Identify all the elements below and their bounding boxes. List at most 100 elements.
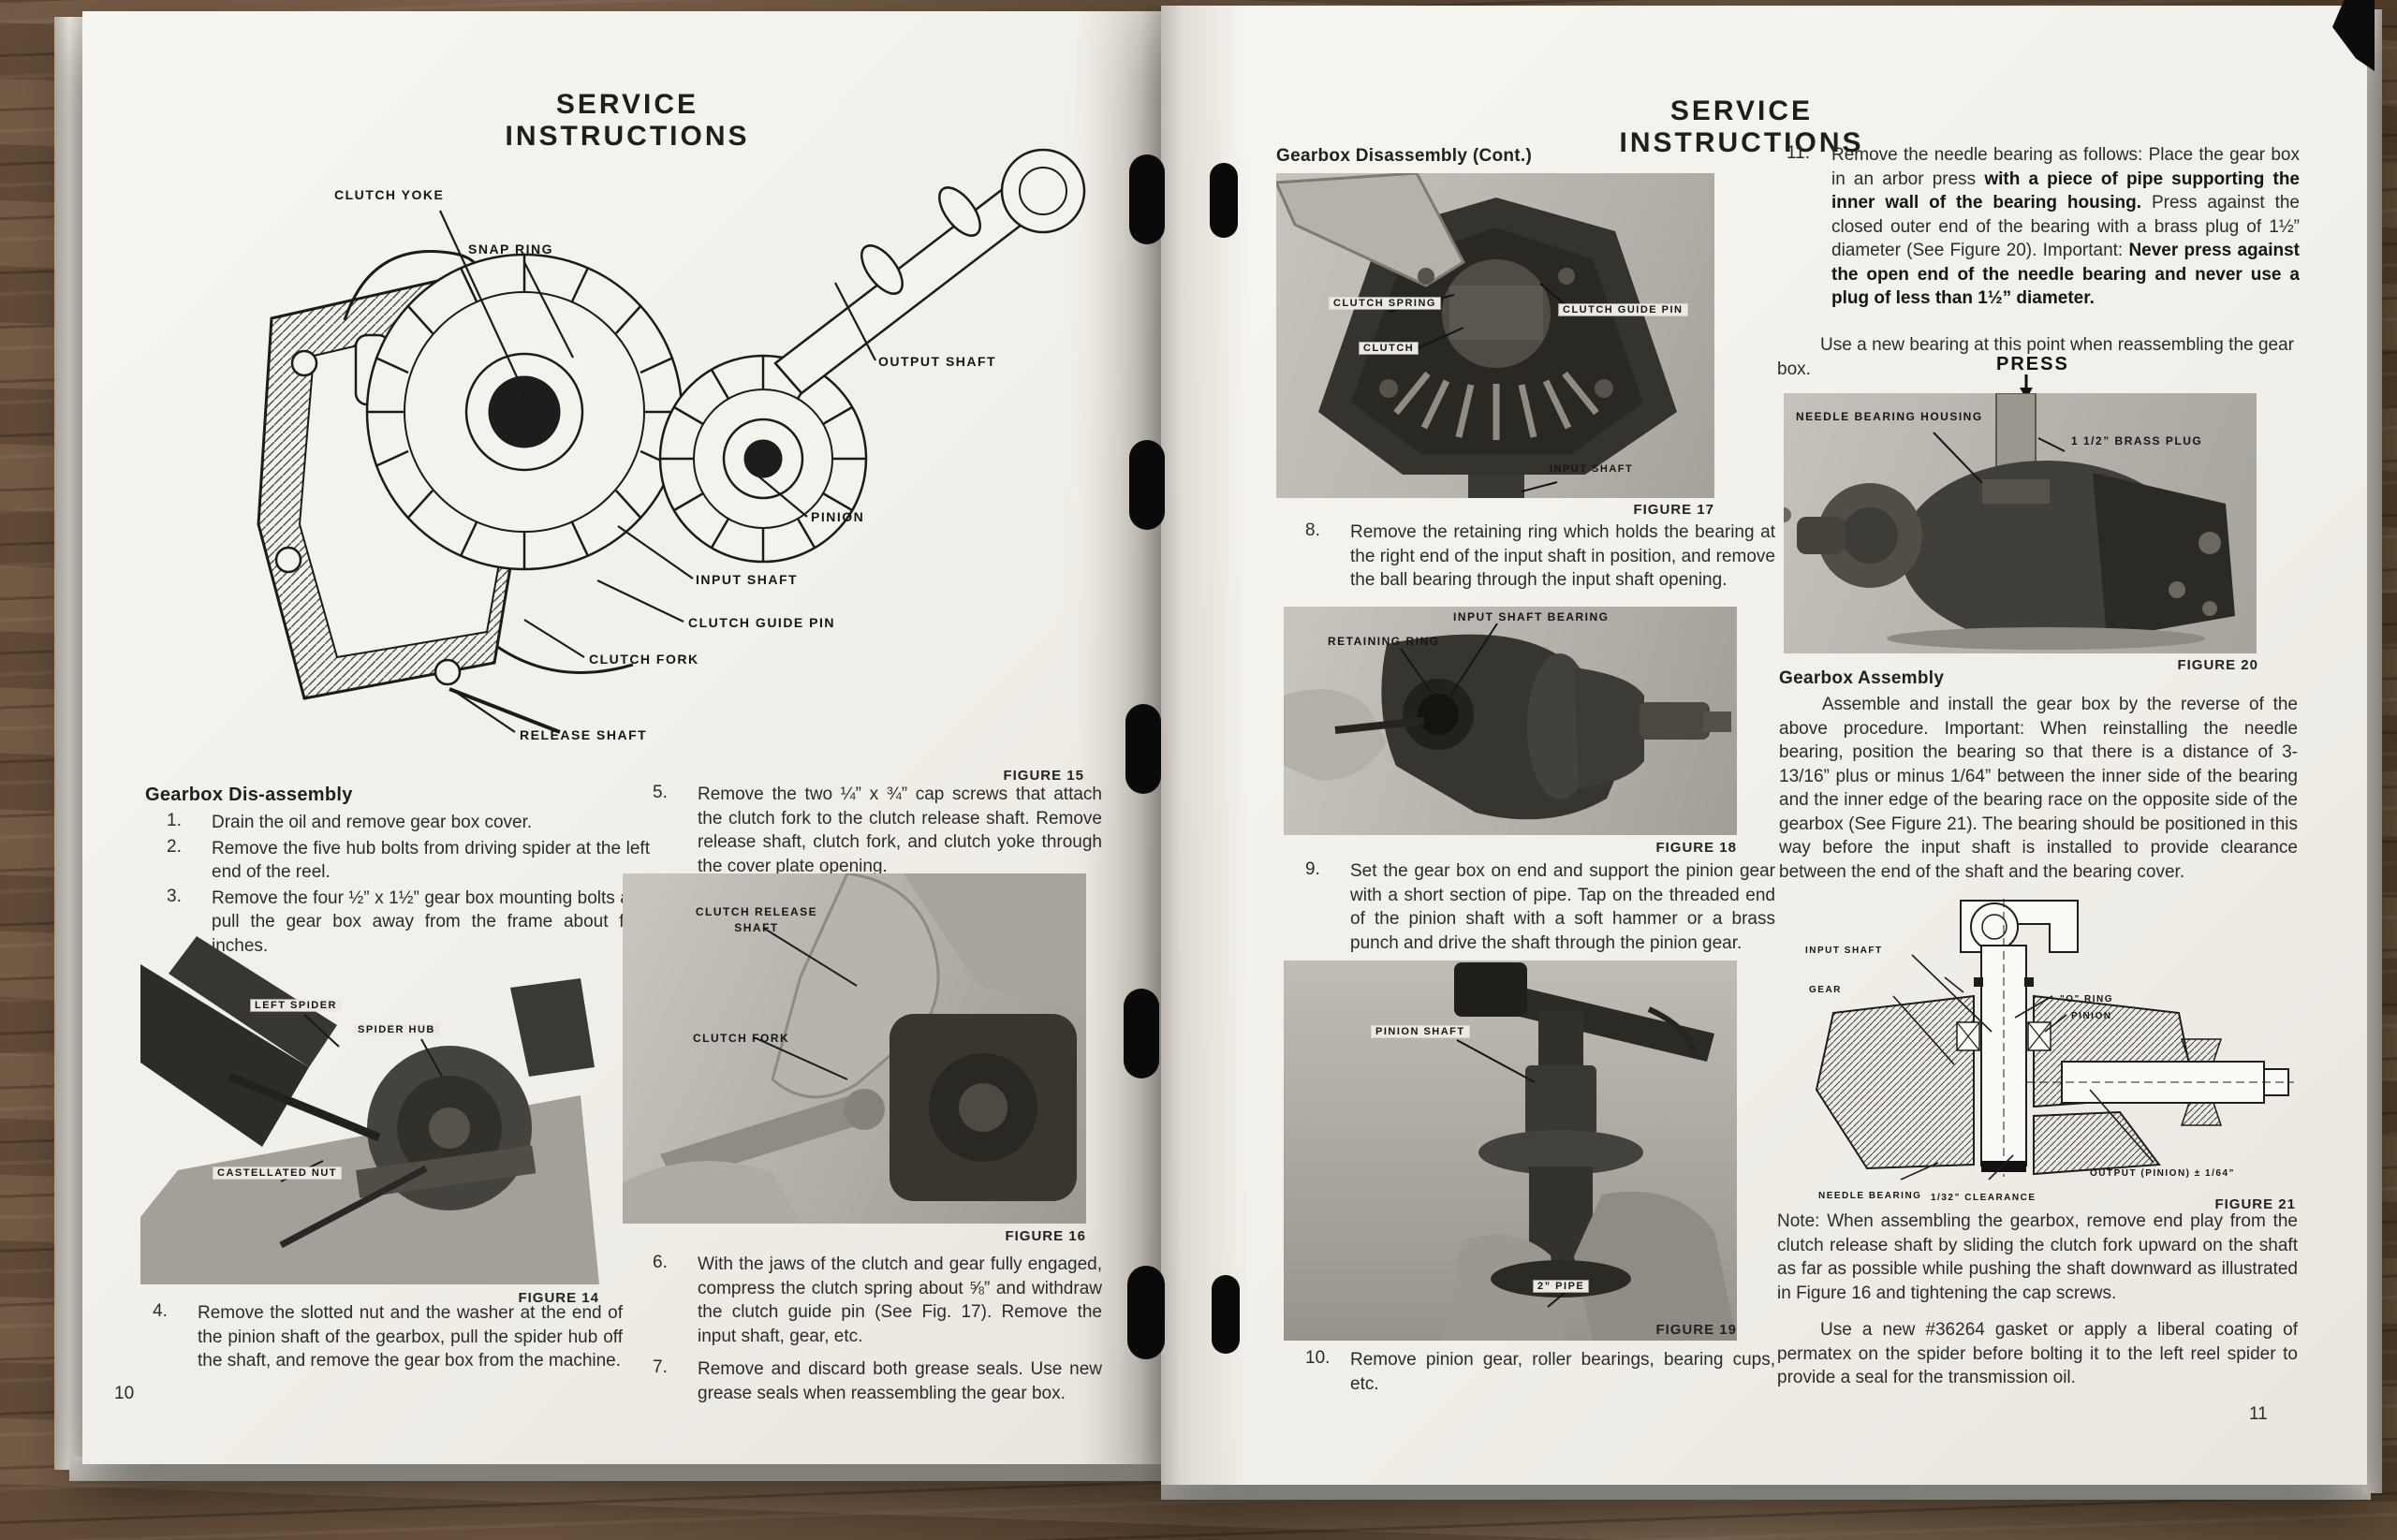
binder-hole	[1125, 704, 1161, 794]
item11-seg2: Press against the closed outer end of th…	[1831, 193, 2300, 260]
figure15-caption: FIGURE 15	[1003, 768, 1084, 784]
item11-followup: Use a new bearing at this point when rea…	[1777, 335, 2294, 379]
figure21-caption: FIGURE 21	[2214, 1196, 2296, 1212]
fig14-label-left-spider: LEFT SPIDER	[251, 1000, 342, 1011]
page-number-left: 10	[114, 1384, 135, 1403]
disassembly-item-10: 10. Remove pinion gear, roller bearings, …	[1305, 1348, 1775, 1398]
item-text: Set the gear box on end and support the …	[1350, 861, 1775, 953]
figure19-photo	[1284, 961, 1737, 1341]
fig19-label-pinion-shaft: PINION SHAFT	[1372, 1026, 1469, 1037]
item-number: 1.	[167, 811, 182, 830]
figure20-photo	[1784, 393, 2257, 653]
item-number: 3.	[167, 886, 182, 906]
fig17-label-clutch-guide-pin: CLUTCH GUIDE PIN	[1559, 304, 1687, 315]
item11-bold2: Never press against the open end of the …	[1831, 241, 2300, 308]
page-title-right: SERVICE INSTRUCTIONS	[1619, 95, 1864, 158]
disassembly-items-6-7: 6. With the jaws of the clutch and gear f…	[653, 1253, 1102, 1407]
fig18-label-input-shaft-bearing: INPUT SHAFT BEARING	[1453, 610, 1610, 623]
figure16-photo	[623, 873, 1086, 1224]
fig19-label-pipe: 2” PIPE	[1534, 1281, 1589, 1292]
disassembly-item-9: 9. Set the gear box on end and support th…	[1305, 859, 1775, 957]
binder-hole	[1124, 989, 1159, 1078]
gasket-paragraph: Use a new #36264 gasket or apply a liber…	[1777, 1320, 2298, 1387]
fig17-label-input-shaft: INPUT SHAFT	[1550, 463, 1634, 475]
list-item: 1. Drain the oil and remove gear box cove…	[167, 811, 650, 835]
figure14-photo	[140, 936, 599, 1284]
fig14-label-spider-hub: SPIDER HUB	[354, 1024, 439, 1035]
list-item: 5. Remove the two ¼” x ¾” cap screws that…	[653, 783, 1102, 878]
figure19-caption: FIGURE 19	[1655, 1322, 1737, 1338]
figure18-caption: FIGURE 18	[1655, 840, 1737, 856]
fig15-label-input-shaft: INPUT SHAFT	[696, 572, 799, 587]
fig21-label-o-ring: "O" RING	[2060, 994, 2114, 1005]
list-item: 3. Remove the four ½” x 1½” gear box moun…	[167, 887, 650, 959]
disassembly-item-5: 5. Remove the two ¼” x ¾” cap screws that…	[653, 783, 1102, 880]
item-text: Remove pinion gear, roller bearings, bea…	[1350, 1350, 1775, 1394]
assembly-paragraph: Assemble and install the gear box by the…	[1779, 695, 2298, 882]
fig21-label-input-shaft: INPUT SHAFT	[1805, 946, 1883, 956]
item-number: 11.	[1787, 143, 1811, 163]
page-title-left: SERVICE INSTRUCTIONS	[505, 89, 750, 152]
fig21-label-clearance: 1/32” CLEARANCE	[1931, 1193, 2037, 1203]
fig21-label-pinion: PINION	[2071, 1011, 2112, 1021]
disassembly-item-11: 11. Remove the needle bearing as follows…	[1787, 143, 2300, 313]
item-text: Remove the slotted nut and the washer at…	[198, 1303, 623, 1371]
item-text: Remove and discard both grease seals. Us…	[698, 1359, 1102, 1403]
assembly-heading: Gearbox Assembly	[1779, 668, 1945, 688]
fig21-label-needle-bearing: NEEDLE BEARING	[1818, 1191, 1922, 1201]
list-item: 10. Remove pinion gear, roller bearings, …	[1305, 1348, 1775, 1396]
page-stack-edge-right	[2363, 9, 2382, 1493]
fig18-label-retaining-ring: RETAINING RING	[1328, 635, 1440, 648]
figure15-drawing	[215, 122, 1105, 777]
list-item: 9. Set the gear box on end and support th…	[1305, 859, 1775, 955]
fig17-label-clutch: CLUTCH	[1360, 343, 1419, 354]
fig14-label-castellated-nut: CASTELLATED NUT	[213, 1167, 342, 1179]
item-number: 8.	[1305, 521, 1320, 540]
note-paragraph: Note: When assembling the gearbox, remov…	[1777, 1211, 2298, 1303]
fig17-label-clutch-spring: CLUTCH SPRING	[1330, 298, 1440, 309]
binder-hole	[1212, 1275, 1240, 1354]
disassembly-item-8: 8. Remove the retaining ring which holds …	[1305, 521, 1775, 594]
item-number: 5.	[653, 783, 668, 802]
item-text: With the jaws of the clutch and gear ful…	[698, 1254, 1102, 1346]
item11-seg1: Remove the needle bearing as follows: Pl…	[1831, 145, 2300, 189]
fig16-label-clutch-fork: CLUTCH FORK	[693, 1032, 790, 1045]
fig15-label-clutch-fork: CLUTCH FORK	[589, 652, 699, 667]
item-number: 6.	[653, 1253, 668, 1272]
item-text: Remove the four ½” x 1½” gear box mounti…	[212, 887, 650, 956]
item-text: Drain the oil and remove gear box cover.	[212, 813, 533, 832]
item-number: 10.	[1305, 1348, 1331, 1368]
binder-hole	[1129, 154, 1165, 244]
fig15-label-clutch-guide-pin: CLUTCH GUIDE PIN	[688, 615, 835, 630]
fig21-label-output-pinion: OUTPUT (PINION) ± 1/64”	[2090, 1168, 2236, 1179]
list-item: 2.Remove the five hub bolts from driving…	[167, 837, 650, 885]
item11-bold1: with a piece of pipe supporting the inne…	[1831, 169, 2300, 213]
item-text: Remove the retaining ring which holds th…	[1350, 522, 1775, 590]
figure14-caption: FIGURE 14	[518, 1290, 599, 1306]
binder-hole	[1210, 163, 1238, 238]
figure20-caption: FIGURE 20	[2177, 657, 2258, 673]
fig20-press-label: PRESS	[1996, 354, 2069, 374]
fig15-label-clutch-yoke: CLUTCH YOKE	[334, 187, 445, 202]
page-number-right: 11	[2249, 1404, 2268, 1424]
fig20-label-brass-plug: 1 1/2” BRASS PLUG	[2071, 434, 2203, 447]
item-number: 9.	[1305, 859, 1320, 879]
fig16-label-clutch-release-shaft: CLUTCH RELEASE SHAFT	[695, 905, 818, 934]
item-number: 7.	[653, 1357, 668, 1377]
figure17-photo	[1276, 173, 1714, 498]
item-text: Remove the needle bearing as follows: Pl…	[1831, 143, 2300, 311]
list-item: 6. With the jaws of the clutch and gear f…	[653, 1253, 1102, 1348]
list-item: 11. Remove the needle bearing as follows…	[1787, 143, 2300, 311]
cont-heading: Gearbox Disassembly (Cont.)	[1276, 146, 1533, 166]
item-number: 4.	[153, 1301, 168, 1321]
fig15-label-release-shaft: RELEASE SHAFT	[520, 727, 648, 742]
figure17-caption: FIGURE 17	[1633, 502, 1714, 518]
disassembly-items-1-3: 1. Drain the oil and remove gear box cove…	[167, 811, 650, 960]
fig15-label-snap-ring: SNAP RING	[468, 242, 554, 257]
fig15-label-output-shaft: OUTPUT SHAFT	[878, 354, 997, 369]
disassembly-item-4: 4. Remove the slotted nut and the washer …	[153, 1301, 623, 1375]
item-text: Remove the two ¼” x ¾” cap screws that a…	[698, 785, 1102, 876]
figure16-caption: FIGURE 16	[1005, 1228, 1086, 1244]
item-number: 2.	[167, 836, 182, 857]
